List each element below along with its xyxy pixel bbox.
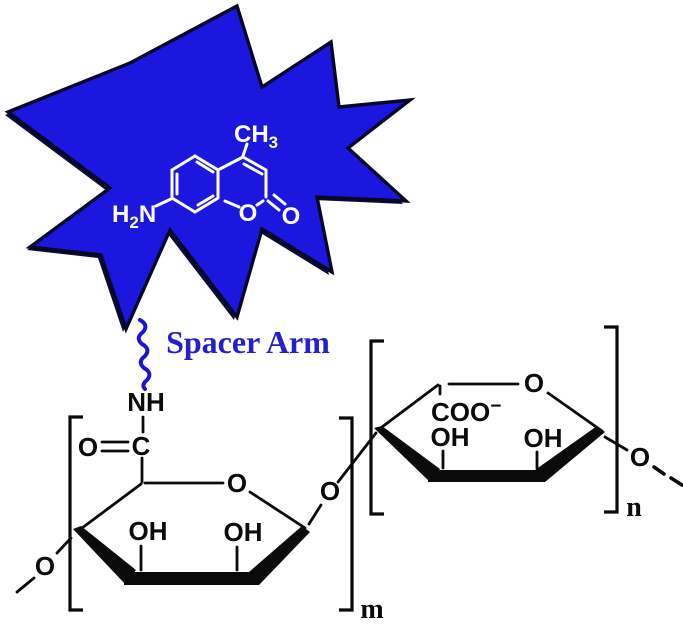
right-ring-oxygen-label: O: [524, 368, 544, 398]
amide-o-label: O: [78, 432, 98, 462]
coumarin-carbonyl-oxygen-label: O: [282, 203, 301, 230]
benzene-inner-bond-1: [195, 160, 215, 174]
bond-o1-c8a: [223, 199, 241, 209]
left-ring-wedge-left: [73, 526, 136, 585]
bond-exoO-chain: [15, 576, 36, 594]
right-exo-oxygen-label: O: [630, 442, 650, 472]
repeat-n-label: n: [626, 492, 642, 523]
bond-c4a-c4: [216, 155, 245, 172]
starburst-outline: [4, 3, 416, 334]
bond-c2-carbonyl-2: [272, 193, 287, 206]
left-exo-oxygen-label: O: [35, 551, 55, 581]
left-oh1-label: OH: [129, 516, 168, 546]
fluorophore-starburst-group: CH3 H2N O O: [4, 3, 416, 334]
right-ring-bottom-bar: [428, 470, 545, 482]
right-ring-wedge-right: [535, 426, 605, 482]
bond-c4-c3-inner: [242, 162, 264, 176]
right-oh1-label: OH: [431, 422, 470, 452]
bracket-n-left: [369, 339, 384, 516]
squiggle-spacer-line: [136, 318, 152, 391]
bond-anomeric-exoO-right: [603, 435, 629, 452]
left-ring-oxygen-label: O: [227, 468, 247, 498]
coumarin-structure: CH3 H2N O O: [112, 121, 300, 232]
bracket-m-right: [339, 416, 354, 612]
bond-anomeric-glyO: [307, 503, 323, 526]
spacer-arm-label: Spacer Arm: [166, 324, 330, 360]
polysaccharide-structure: NH C O O O OH OH O m n: [15, 325, 683, 625]
glycosidic-oxygen-label: O: [320, 476, 340, 506]
amine-label: H2N: [112, 201, 156, 232]
right-oh2-label: OH: [524, 423, 563, 453]
bond-left-ring-side: [76, 482, 143, 533]
repeat-m-label: m: [360, 594, 383, 625]
benzene-inner-bond-3: [196, 194, 215, 207]
bond-c4-c3: [241, 155, 268, 172]
left-ring-bottom-bar: [124, 572, 259, 585]
carboxylate-label: COO−: [431, 396, 501, 427]
chain-continuation-dash-2: [669, 476, 683, 487]
bond-c2-o1: [255, 199, 265, 207]
bracket-n-right: [604, 325, 619, 514]
bond-c2-carbonyl-1: [266, 199, 281, 212]
methyl-label: CH3: [234, 121, 278, 152]
bond-rightringO-anomeric: [546, 391, 604, 433]
bond-amine: [154, 197, 173, 208]
right-ring-wedge-left: [374, 426, 440, 482]
left-ring-wedge-right: [249, 526, 310, 585]
amide-c-label: C: [132, 431, 151, 461]
left-oh2-label: OH: [224, 517, 263, 547]
chain-continuation-dash-1: [652, 465, 666, 476]
bond-ringO-anomeric: [248, 490, 307, 530]
starburst-shape: [8, 6, 410, 329]
bond-methyl: [241, 142, 249, 158]
bracket-m-left: [68, 415, 83, 612]
bond-right-ring-upleft: [376, 383, 440, 432]
coumarin-ring-oxygen-label: O: [239, 200, 258, 227]
amide-nh-label: NH: [127, 387, 165, 417]
